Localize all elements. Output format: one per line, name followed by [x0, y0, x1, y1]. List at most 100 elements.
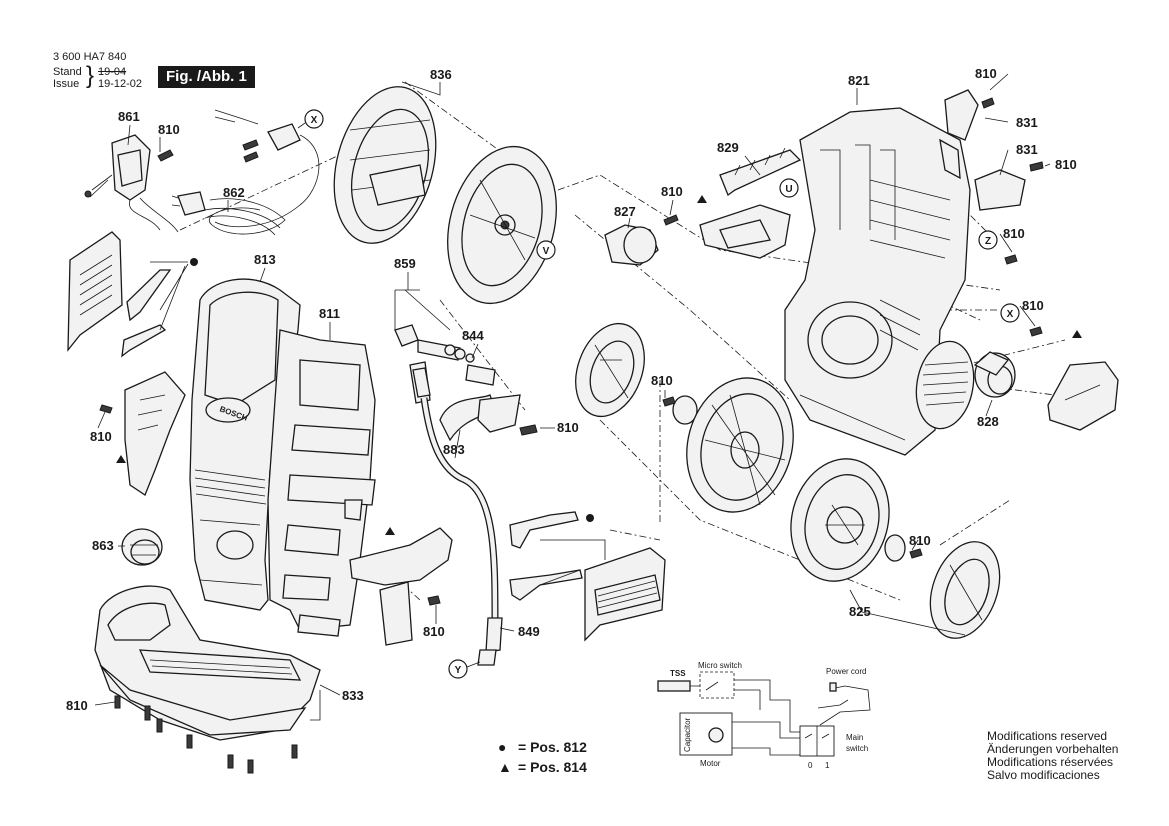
label-831-top: 831	[1016, 115, 1038, 130]
schem-capacitor: Capacitor	[683, 717, 692, 752]
schem-1: 1	[825, 761, 830, 770]
part-828-valve	[973, 351, 1016, 398]
issue-value: 19-12-02	[98, 78, 143, 90]
screws-810-right	[1004, 254, 1043, 337]
schem-switch: switch	[846, 744, 868, 753]
callout-u: U	[779, 178, 799, 198]
modifications-notice: Modifications reserved Änderungen vorbeh…	[987, 730, 1118, 782]
part-833-base	[94, 585, 321, 774]
part-811-rear-housing	[267, 329, 376, 637]
figure-label: Fig. /Abb. 1	[158, 66, 255, 88]
wiring-schematic: TSS Micro switch Power cord Capacitor Mo…	[657, 661, 871, 770]
triangle-icon: ▲	[498, 759, 512, 775]
part-831-cover-mid	[974, 161, 1044, 211]
issue-label: Issue	[53, 78, 80, 90]
label-861: 861	[118, 109, 140, 124]
left-grille-panel	[67, 231, 198, 358]
part-825-wheel-cap-left	[575, 322, 645, 418]
label-828: 828	[977, 414, 999, 429]
dot-icon: ●	[498, 739, 507, 755]
legend-triangle: ▲= Pos. 814	[498, 759, 587, 775]
part-831-cover-top	[944, 89, 995, 141]
wheel-hub-right	[884, 534, 923, 562]
label-810-x: 810	[1022, 298, 1044, 313]
label-810-tl: 810	[158, 122, 180, 137]
svg-text:Y: Y	[455, 665, 462, 676]
schem-main: Main	[846, 733, 863, 742]
callout-x-right: X	[1000, 303, 1020, 323]
callout-z: Z	[978, 230, 998, 250]
svg-text:V: V	[543, 246, 550, 257]
part-861-switch-assembly	[84, 134, 179, 233]
micro-switch-box	[699, 671, 735, 699]
label-810-left: 810	[90, 429, 112, 444]
brace: }	[86, 62, 95, 89]
callout-y: Y	[448, 659, 481, 679]
stand-label: Stand	[53, 66, 82, 78]
motor-box	[679, 712, 733, 756]
mod-es: Salvo modificaciones	[987, 768, 1100, 782]
label-821: 821	[848, 73, 870, 88]
callout-x-top: X	[297, 109, 324, 129]
handle-814	[349, 527, 453, 646]
part-863-knob	[121, 528, 163, 566]
plug	[829, 682, 837, 692]
part-813-front-housing: BOSCH	[189, 278, 301, 611]
label-844: 844	[462, 328, 484, 343]
schem-tss: TSS	[670, 669, 686, 678]
label-859: 859	[394, 256, 416, 271]
mod-en: Modifications reserved	[987, 729, 1108, 743]
wheel-large-right	[790, 458, 890, 582]
svg-text:X: X	[311, 115, 318, 126]
label-810-base: 810	[66, 698, 88, 713]
label-827: 827	[614, 204, 636, 219]
callout-v: V	[536, 240, 556, 260]
legend-dot: ●= Pos. 812	[498, 739, 587, 755]
svg-text:X: X	[1007, 309, 1014, 320]
label-810-topright: 810	[975, 66, 997, 81]
label-883: 883	[443, 442, 465, 457]
svg-text:U: U	[785, 184, 792, 195]
part-862-power-cord	[171, 109, 320, 236]
part-836-reel-cover	[333, 86, 557, 305]
label-833: 833	[342, 688, 364, 703]
label-leaders	[94, 73, 1051, 721]
stand-value: 19-04	[98, 66, 127, 78]
label-810-883: 810	[557, 420, 579, 435]
label-810-wheel: 810	[909, 533, 931, 548]
schem-micro-switch: Micro switch	[698, 661, 742, 670]
wheel-hub-left	[662, 395, 698, 425]
tss-sensor	[657, 680, 691, 692]
mod-fr: Modifications réservées	[987, 755, 1114, 769]
screw-810-a	[157, 149, 174, 162]
label-862: 862	[223, 185, 245, 200]
label-810-827: 810	[661, 184, 683, 199]
label-813: 813	[254, 252, 276, 267]
mod-de: Änderungen vorbehalten	[987, 742, 1119, 756]
label-825: 825	[849, 604, 871, 619]
part-849-hose	[412, 367, 503, 666]
wheel-large-left	[686, 377, 794, 513]
part-827-coupling	[604, 214, 679, 266]
label-829: 829	[717, 140, 739, 155]
bracket-814-top	[697, 195, 791, 259]
rear-grille-wheel-side	[915, 340, 975, 430]
schem-power-cord: Power cord	[826, 667, 866, 676]
label-836: 836	[430, 67, 452, 82]
label-863: 863	[92, 538, 114, 553]
part-829-clip	[719, 147, 802, 197]
bracket-814-right	[1047, 330, 1119, 431]
wheel-cap-right	[929, 541, 1001, 639]
label-810-hub: 810	[651, 373, 673, 388]
label-831-mid: 831	[1016, 142, 1038, 157]
label-811: 811	[319, 306, 340, 321]
svg-text:Z: Z	[985, 236, 991, 247]
label-810-z: 810	[1003, 226, 1025, 241]
label-849: 849	[518, 624, 540, 639]
right-grille-panel	[509, 511, 666, 642]
part-number: 3 600 HA7 840	[53, 51, 127, 63]
schem-0: 0	[808, 761, 813, 770]
label-810-right: 810	[1055, 157, 1077, 172]
side-bracket-814	[99, 371, 186, 496]
